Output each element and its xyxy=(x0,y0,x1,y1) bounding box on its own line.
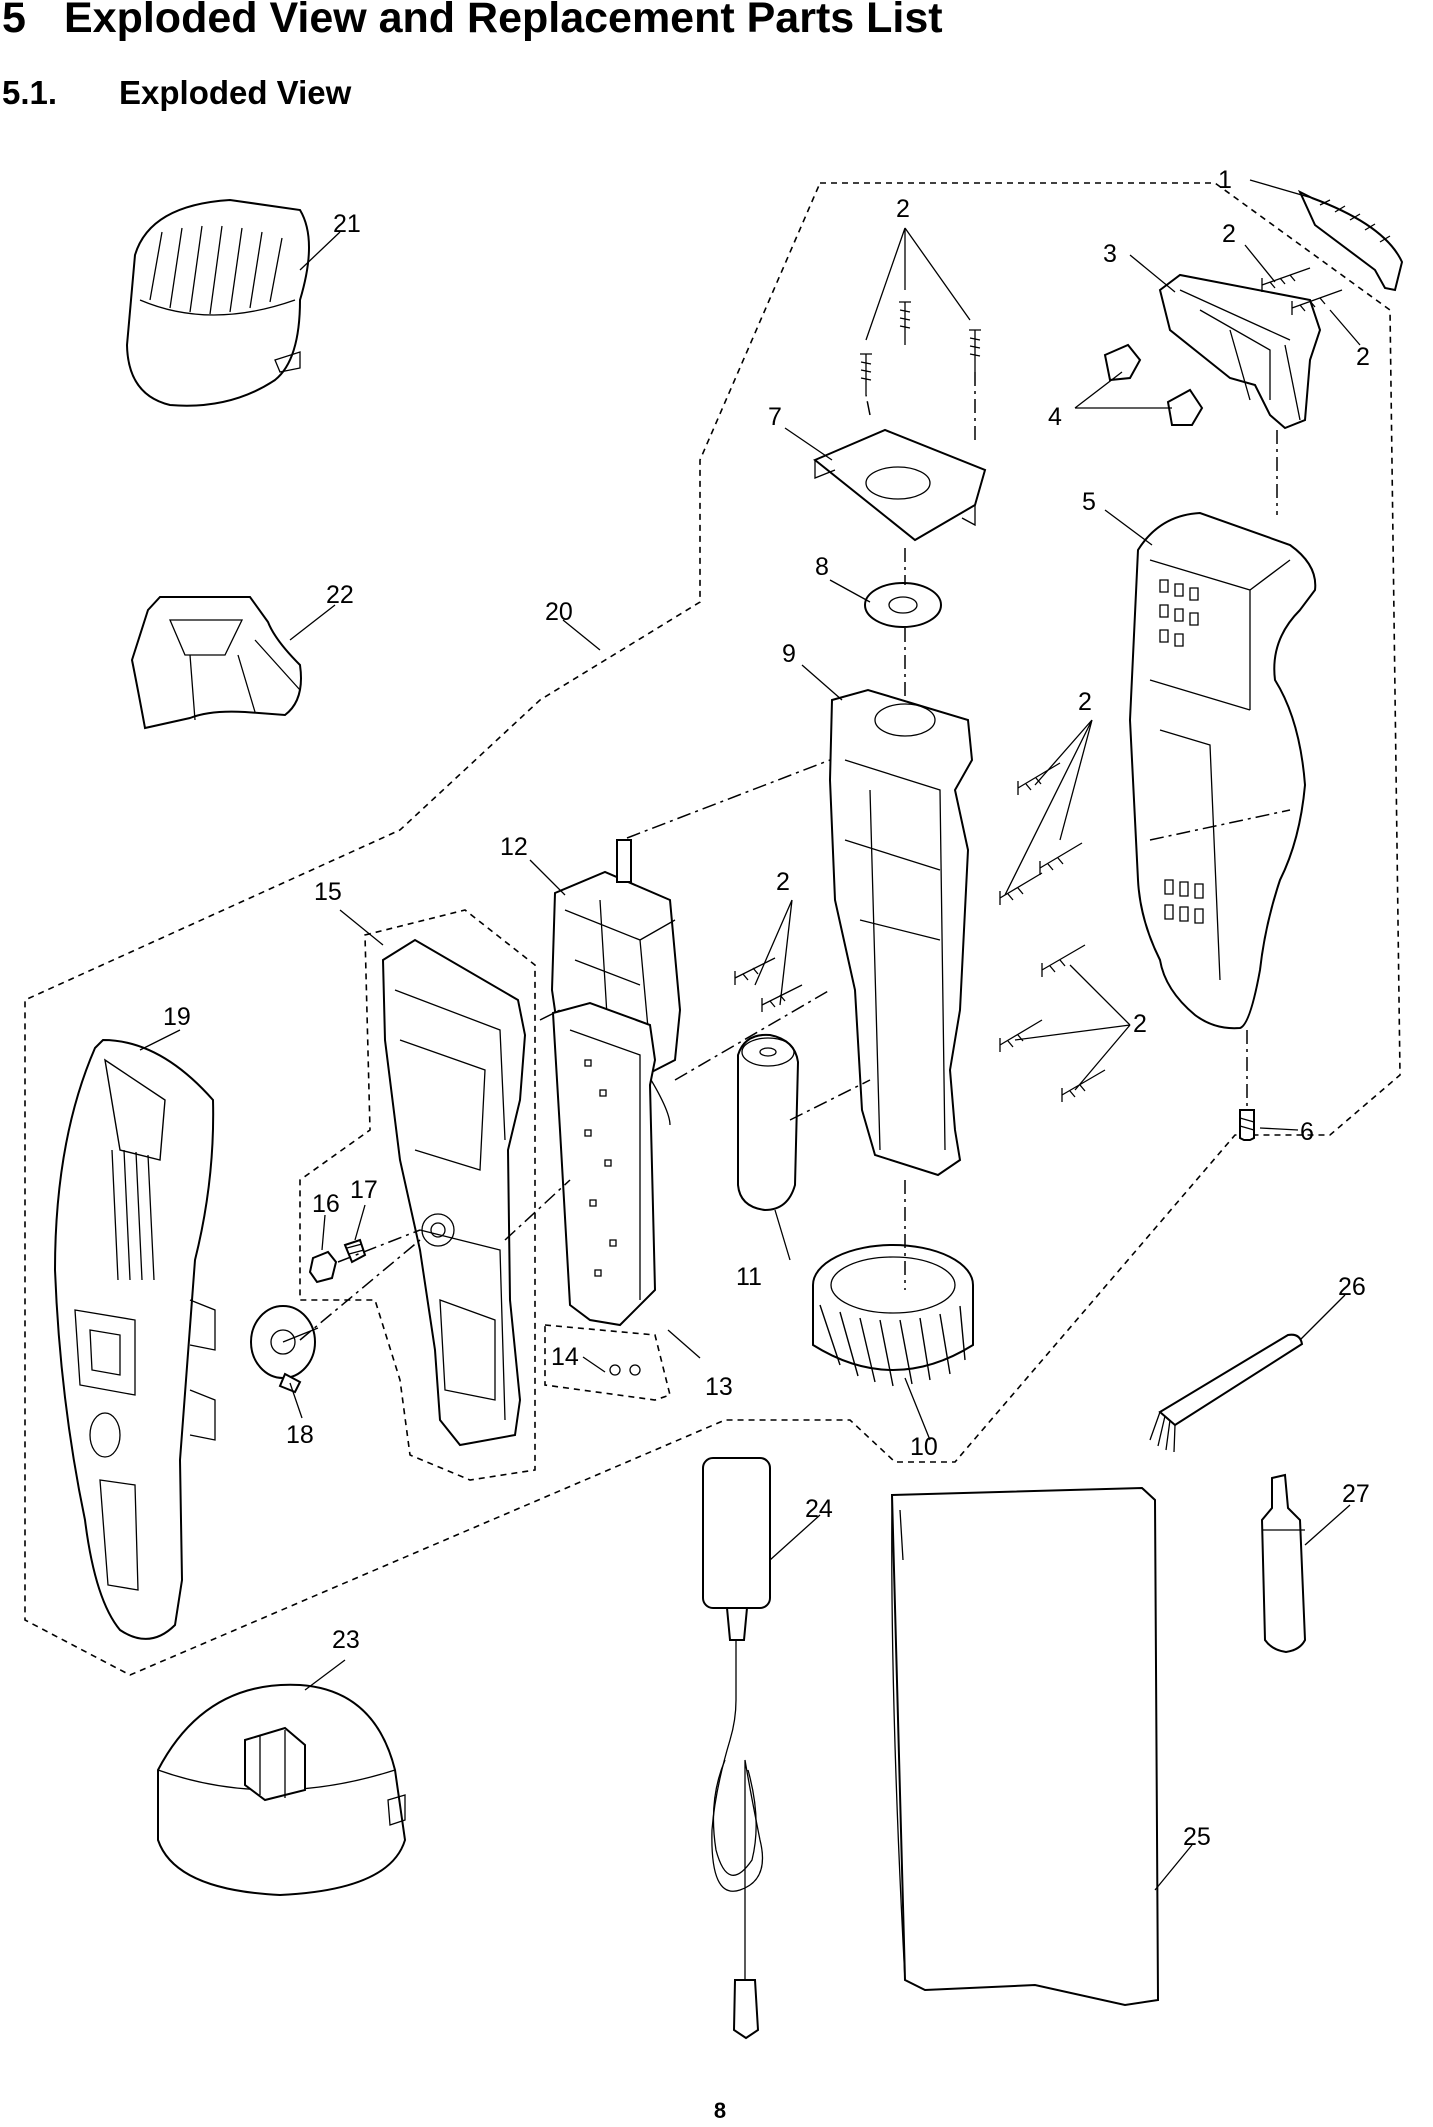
callout-2: 2 xyxy=(776,868,790,896)
callout-24: 24 xyxy=(805,1495,833,1523)
subassembly-outline-15 xyxy=(299,909,536,1481)
clips-4 xyxy=(1103,343,1204,426)
callout-9: 9 xyxy=(782,640,796,668)
comb-attachment-22 xyxy=(130,596,302,730)
callout-2: 2 xyxy=(1356,343,1370,371)
callout-2: 2 xyxy=(1222,220,1236,248)
spring-17 xyxy=(343,1238,367,1264)
rear-case-5 xyxy=(1128,511,1317,1030)
callout-13: 13 xyxy=(705,1373,733,1401)
ring-10 xyxy=(812,1244,974,1387)
main-frame-9 xyxy=(828,688,974,1177)
subsection-heading: 5.1. Exploded View xyxy=(2,74,351,112)
callout-5: 5 xyxy=(1082,488,1096,516)
callout-21: 21 xyxy=(333,210,361,238)
small-part-16 xyxy=(308,1250,338,1284)
callout-12: 12 xyxy=(500,833,528,861)
callout-26: 26 xyxy=(1338,1273,1366,1301)
section-title: Exploded View and Replacement Parts List xyxy=(64,0,943,42)
page-number: 8 xyxy=(713,2098,727,2123)
blade-1 xyxy=(1297,189,1404,292)
inner-case-15 xyxy=(381,938,527,1447)
subsection-title: Exploded View xyxy=(119,74,352,111)
leader-lines xyxy=(139,179,1361,1891)
assembly-outline-20 xyxy=(24,182,1401,1676)
brush-26 xyxy=(1149,1333,1304,1453)
section-number: 5 xyxy=(2,0,26,42)
callout-16: 16 xyxy=(312,1190,340,1218)
subsection-number: 5.1. xyxy=(2,74,58,111)
callout-2: 2 xyxy=(1078,688,1092,716)
callout-2: 2 xyxy=(896,195,910,223)
bracket-7 xyxy=(813,428,987,542)
screw-6 xyxy=(1239,1109,1255,1141)
charging-stand-23 xyxy=(157,1683,407,1897)
callout-15: 15 xyxy=(314,878,342,906)
ac-adapter-24 xyxy=(702,1457,771,2040)
callout-17: 17 xyxy=(350,1176,378,1204)
callout-2: 2 xyxy=(1133,1010,1147,1038)
callout-14: 14 xyxy=(551,1343,579,1371)
callout-11: 11 xyxy=(736,1263,762,1291)
washer-8 xyxy=(864,582,942,628)
screws-2 xyxy=(734,267,1343,1102)
oil-bottle-27 xyxy=(1260,1473,1307,1654)
callout-6: 6 xyxy=(1300,1118,1314,1146)
dial-18 xyxy=(250,1305,319,1394)
callout-10: 10 xyxy=(910,1433,938,1461)
callout-4: 4 xyxy=(1048,403,1062,431)
callout-20: 20 xyxy=(545,598,573,626)
callout-7: 7 xyxy=(768,403,782,431)
comb-attachment-21 xyxy=(125,198,310,407)
callout-19: 19 xyxy=(163,1003,191,1031)
battery-11 xyxy=(737,1033,800,1212)
callout-3: 3 xyxy=(1103,240,1117,268)
pcb-13 xyxy=(551,1001,657,1376)
callout-1: 1 xyxy=(1218,166,1232,194)
callout-23: 23 xyxy=(332,1626,360,1654)
blade-holder-3 xyxy=(1158,273,1322,430)
callout-27: 27 xyxy=(1342,1480,1370,1508)
callout-25: 25 xyxy=(1183,1823,1211,1851)
front-case-19 xyxy=(53,1038,216,1640)
callout-22: 22 xyxy=(326,581,354,609)
callout-8: 8 xyxy=(815,553,829,581)
callout-18: 18 xyxy=(286,1421,314,1449)
subassembly-outline-13 xyxy=(544,1324,671,1401)
section-heading: 5 Exploded View and Replacement Parts Lis… xyxy=(2,0,943,43)
assembly-lines xyxy=(299,372,1291,1341)
callout-labels: 1 2 2 2 2 2 2 3 4 5 6 7 8 9 10 11 12 13 … xyxy=(163,166,1370,1851)
pouch-25 xyxy=(890,1486,1160,2007)
